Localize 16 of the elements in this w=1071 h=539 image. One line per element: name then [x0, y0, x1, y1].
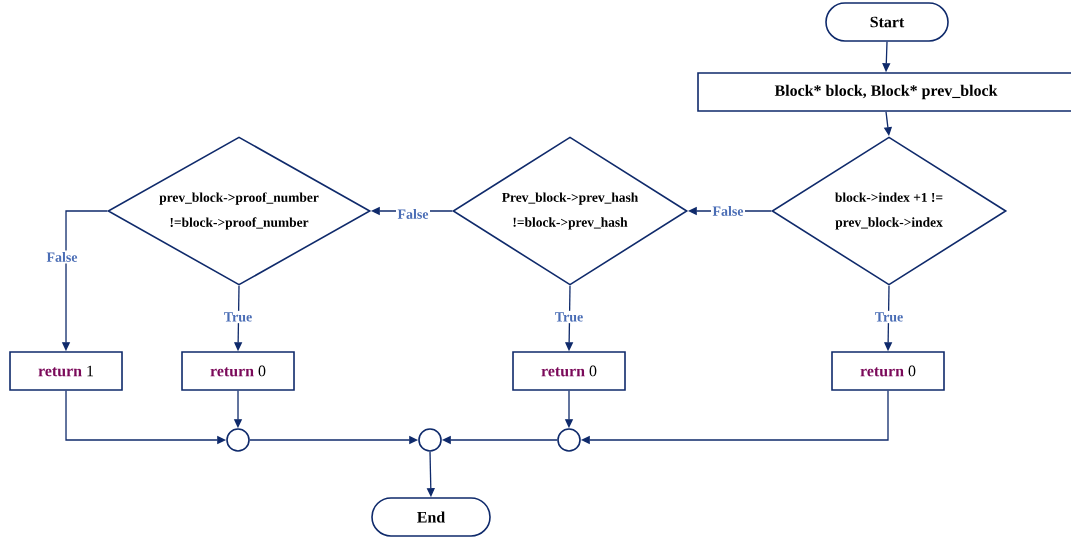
edge-label: True: [553, 310, 585, 324]
terminal-box: End: [371, 497, 491, 537]
return-box: return 0: [181, 351, 295, 391]
edge-label: True: [222, 310, 254, 324]
return-box: return 0: [512, 351, 626, 391]
edge-label: False: [396, 207, 430, 221]
junction-circle: [418, 428, 442, 452]
return-box: return 0: [831, 351, 945, 391]
return-box: return 1: [9, 351, 123, 391]
terminal-box: Start: [825, 2, 949, 42]
junction-circle: [226, 428, 250, 452]
process-box: Block* block, Block* prev_block: [697, 72, 1071, 112]
edge-label: False: [45, 250, 79, 264]
edge-label: False: [711, 204, 745, 218]
edge-label: True: [873, 310, 905, 324]
junction-circle: [557, 428, 581, 452]
